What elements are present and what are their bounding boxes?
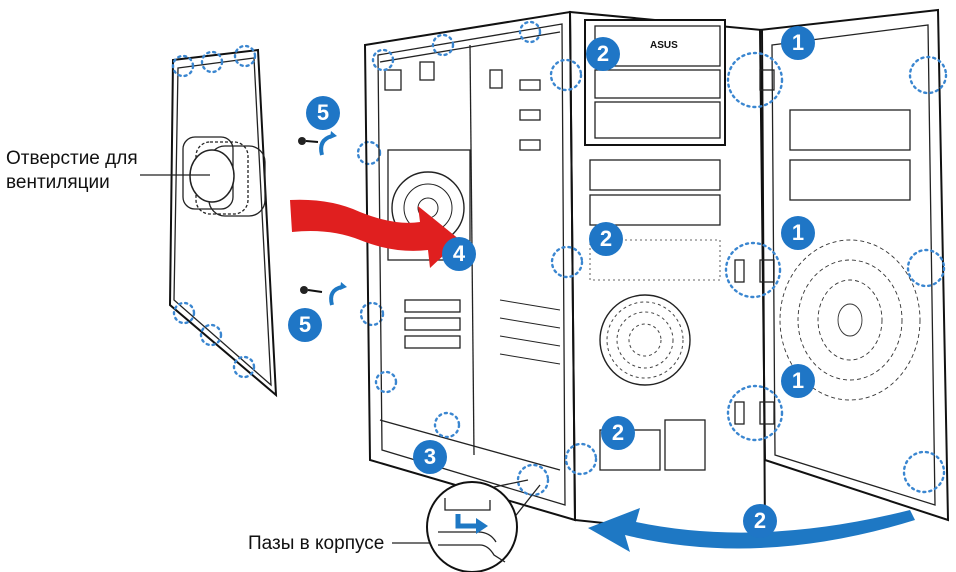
callout-1: 1 bbox=[781, 216, 815, 250]
callout-2: 2 bbox=[586, 37, 620, 71]
case-slots-label: Пазы в корпусе bbox=[248, 533, 385, 554]
drive-brand-text: ASUS bbox=[650, 40, 678, 51]
front-bezel bbox=[724, 8, 950, 522]
callout-2: 2 bbox=[743, 504, 777, 538]
screw-bottom bbox=[300, 282, 385, 327]
blue-rotate-arrow bbox=[588, 508, 915, 552]
callout-4: 4 bbox=[442, 237, 476, 271]
callout-2: 2 bbox=[601, 416, 635, 450]
callout-5: 5 bbox=[306, 96, 340, 130]
vent-hole bbox=[182, 136, 266, 217]
callout-5: 5 bbox=[288, 308, 322, 342]
callout-3: 3 bbox=[413, 440, 447, 474]
red-insert-arrow bbox=[290, 199, 460, 268]
screw-top bbox=[298, 131, 382, 166]
vent-hole-label: Отверстие для вентиляции bbox=[6, 148, 138, 193]
callout-2: 2 bbox=[589, 222, 623, 256]
callout-1: 1 bbox=[781, 26, 815, 60]
case-slot-magnifier bbox=[426, 479, 541, 572]
callout-1: 1 bbox=[781, 364, 815, 398]
side-panel bbox=[168, 44, 278, 398]
